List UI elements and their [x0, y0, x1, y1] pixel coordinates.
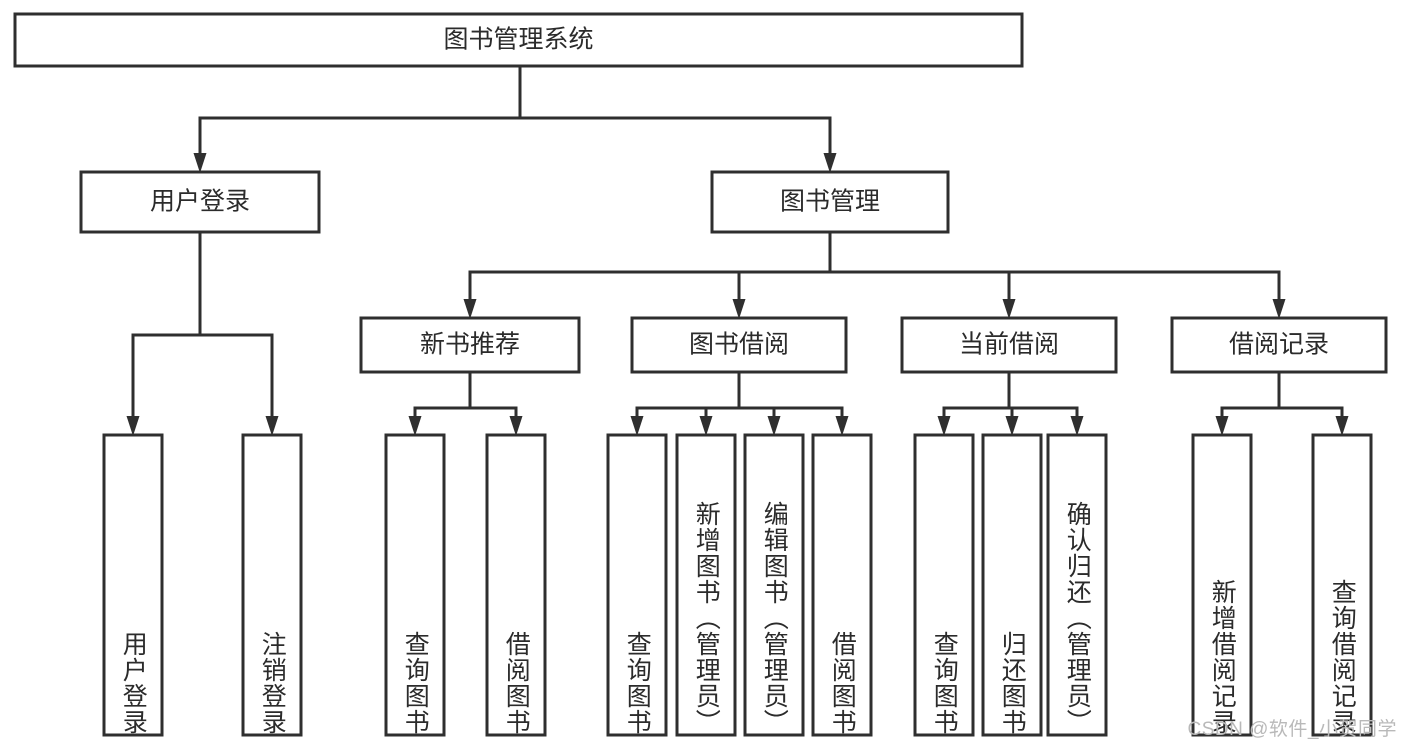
edge-借阅记录-to-新增借阅记录-17-arrowhead	[1215, 416, 1229, 436]
edge-当前借阅-to-归还图书-15-arrowhead	[1005, 416, 1019, 436]
edge-图书借阅-to-借阅图书-13-arrowhead	[835, 416, 849, 436]
edge-当前借阅-to-查询图书-14-arrowhead	[937, 416, 951, 436]
edge-图书借阅-to-借阅图书-13	[739, 406, 844, 417]
edge-新书推荐-to-查询图书-8	[413, 406, 470, 417]
node-leaf-用户登录-用户登录[interactable]	[102, 433, 164, 737]
edge-用户登录-to-用户登录-2-arrowhead	[126, 416, 140, 436]
connectors-layer	[126, 66, 1349, 436]
edge-图书管理系统-to-用户登录-0	[198, 116, 520, 154]
node-leaf-图书借阅-借阅图书[interactable]	[811, 433, 873, 737]
edge-当前借阅-to-查询图书-14	[942, 406, 1009, 417]
node-level3-借阅记录-label: 借阅记录	[1229, 331, 1329, 359]
node-leaf-用户登录-注销登录[interactable]	[241, 433, 303, 737]
node-level2-用户登录[interactable]	[79, 170, 321, 234]
edge-图书管理-to-新书推荐-4	[468, 270, 830, 300]
node-level2-图书管理[interactable]	[710, 170, 950, 234]
edge-图书借阅-to-新增图书管理员-11-arrowhead	[699, 416, 713, 436]
node-level3-借阅记录[interactable]	[1170, 316, 1388, 374]
node-level3-图书借阅[interactable]	[630, 316, 848, 374]
edge-当前借阅-to-确认归还管理员-16	[1009, 406, 1079, 417]
edge-图书管理-to-借阅记录-7-arrowhead	[1272, 299, 1286, 319]
edge-当前借阅-to-确认归还管理员-16-arrowhead	[1070, 416, 1084, 436]
edge-图书借阅-to-编辑图书管理员-12-arrowhead	[767, 416, 781, 436]
node-level2-图书管理-label: 图书管理	[780, 188, 880, 216]
node-leaf-图书借阅-编辑图书管理员[interactable]	[743, 433, 805, 737]
edge-图书管理-to-图书借阅-5	[737, 270, 830, 300]
node-level2-用户登录-label: 用户登录	[150, 188, 250, 216]
edge-用户登录-to-注销登录-3	[200, 333, 274, 417]
node-leaf-借阅记录-查询借阅记录[interactable]	[1311, 433, 1373, 737]
edge-用户登录-to-注销登录-3-arrowhead	[265, 416, 279, 436]
edge-借阅记录-to-查询借阅记录-18	[1279, 406, 1344, 417]
edge-图书管理-to-图书借阅-5-arrowhead	[732, 299, 746, 319]
node-level3-新书推荐[interactable]	[359, 316, 581, 374]
node-leaf-当前借阅-确认归还管理员[interactable]	[1046, 433, 1108, 737]
node-leaf-当前借阅-查询图书[interactable]	[913, 433, 975, 737]
node-leaf-新书推荐-查询图书[interactable]	[384, 433, 446, 737]
edge-图书管理-to-新书推荐-4-arrowhead	[463, 299, 477, 319]
edge-新书推荐-to-查询图书-8-arrowhead	[408, 416, 422, 436]
edge-图书借阅-to-新增图书管理员-11	[704, 406, 739, 417]
edge-借阅记录-to-查询借阅记录-18-arrowhead	[1335, 416, 1349, 436]
node-leaf-借阅记录-新增借阅记录[interactable]	[1191, 433, 1253, 737]
edge-图书管理系统-to-用户登录-0-arrowhead	[193, 153, 207, 173]
edge-图书管理-to-借阅记录-7	[830, 270, 1281, 300]
node-leaf-新书推荐-借阅图书[interactable]	[485, 433, 547, 737]
node-root-图书管理系统[interactable]	[13, 12, 1024, 68]
node-root-图书管理系统-label: 图书管理系统	[443, 26, 593, 54]
edge-图书管理-to-当前借阅-6-arrowhead	[1002, 299, 1016, 319]
node-level3-当前借阅[interactable]	[900, 316, 1118, 374]
csdn-watermark: CSDN @软件_小贺同学	[1187, 719, 1397, 740]
edge-新书推荐-to-借阅图书-9-arrowhead	[509, 416, 523, 436]
edge-新书推荐-to-借阅图书-9	[470, 406, 518, 417]
edge-用户登录-to-用户登录-2	[131, 333, 200, 417]
edge-图书管理-to-当前借阅-6	[830, 270, 1011, 300]
node-leaf-当前借阅-归还图书[interactable]	[981, 433, 1043, 737]
node-leaf-图书借阅-查询图书[interactable]	[606, 433, 668, 737]
node-level3-当前借阅-label: 当前借阅	[959, 331, 1059, 359]
node-level3-图书借阅-label: 图书借阅	[689, 331, 789, 359]
node-level3-新书推荐-label: 新书推荐	[420, 331, 520, 359]
edge-图书管理系统-to-图书管理-1-arrowhead	[823, 153, 837, 173]
edge-图书管理系统-to-图书管理-1	[520, 116, 832, 154]
edge-借阅记录-to-新增借阅记录-17	[1220, 406, 1279, 417]
node-leaf-图书借阅-新增图书管理员[interactable]	[675, 433, 737, 737]
edge-图书借阅-to-查询图书-10-arrowhead	[630, 416, 644, 436]
